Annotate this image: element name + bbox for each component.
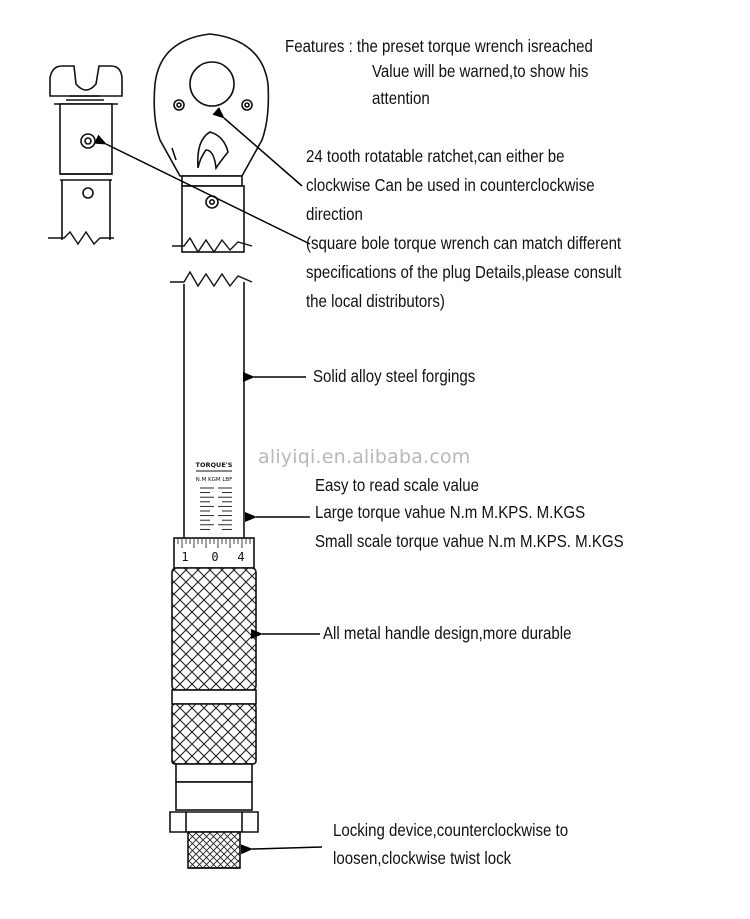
metal-handle <box>171 567 257 811</box>
ratchet-line-3: direction <box>306 204 363 224</box>
scale-digit-0: 0 <box>211 550 218 564</box>
scale-digit-4: 4 <box>237 550 244 564</box>
scale-ticks <box>200 487 232 530</box>
scale-digit-1: 1 <box>181 550 188 564</box>
handle-label: All metal handle design,more durable <box>323 623 572 643</box>
leader-arrows <box>93 107 323 855</box>
square-line-2: specifications of the plug Details,pleas… <box>306 262 622 282</box>
arrow-features <box>212 107 303 187</box>
scale-top-label: TORQUE'S <box>196 461 233 469</box>
open-end-wrench-head <box>48 65 123 246</box>
scale-line-1: Easy to read scale value <box>315 475 479 495</box>
locking-line-1: Locking device,counterclockwise to <box>333 820 569 840</box>
arrow-ratchet <box>93 134 311 245</box>
locking-device <box>169 811 259 869</box>
features-line-3: attention <box>372 88 430 108</box>
scale-line-2: Large torque vahue N.m M.KPS. M.KGS <box>315 502 586 522</box>
ratchet-line-1: 24 tooth rotatable ratchet,can either be <box>306 146 565 166</box>
ratchet-head <box>153 33 270 254</box>
scale-sub-label: N.M KGM LBF <box>196 477 233 483</box>
arrow-locking <box>240 844 323 855</box>
steel-label: Solid alloy steel forgings <box>313 366 476 386</box>
scale-line-3: Small scale torque vahue N.m M.KPS. M.KG… <box>315 531 624 551</box>
ratchet-line-2: clockwise Can be used in counterclockwis… <box>306 175 595 195</box>
wrench-shaft <box>170 270 253 538</box>
square-line-1: (square bole torque wrench can match dif… <box>306 233 622 253</box>
watermark: aliyiqi.en.alibaba.com <box>258 446 471 468</box>
locking-line-2: loosen,clockwise twist lock <box>333 848 512 868</box>
features-line-2: Value will be warned,to show his <box>372 61 589 81</box>
square-line-3: the local distributors) <box>306 291 445 311</box>
scale-area: TORQUE'S N.M KGM LBF 1 0 4 <box>173 461 255 569</box>
features-line-1: Features : the preset torque wrench isre… <box>285 36 593 56</box>
